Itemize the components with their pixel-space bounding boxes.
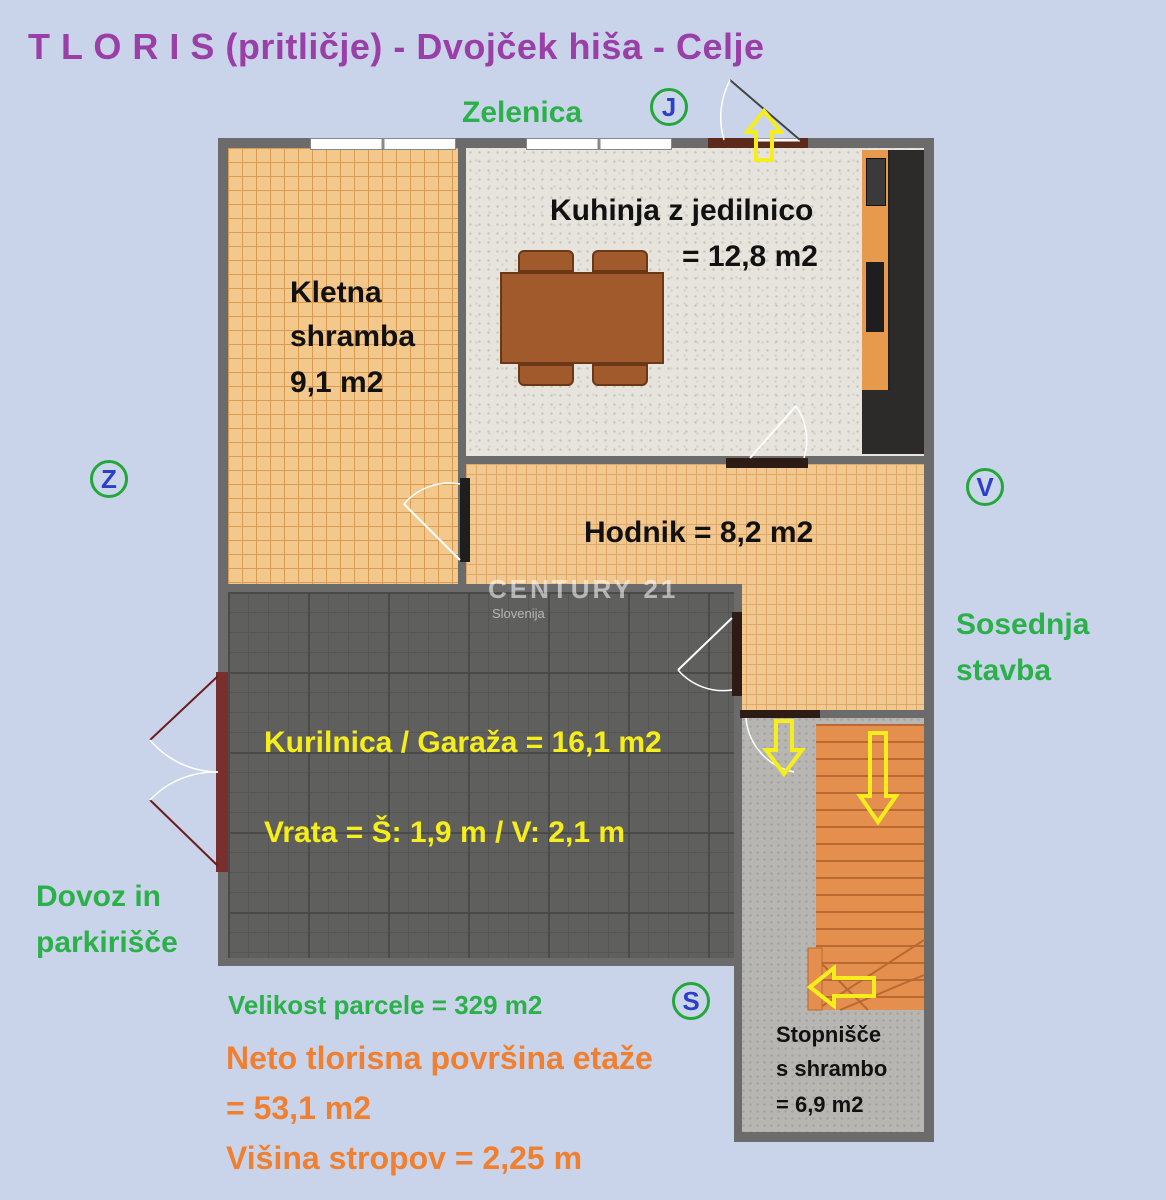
stopnisce-label-line1: Stopnišče (776, 1022, 882, 1047)
net-area-line1: Neto tlorisna površina etaže (226, 1040, 653, 1076)
chair (518, 364, 574, 386)
arrow-down-icon (762, 719, 806, 778)
kletna-label-line3: 9,1 m2 (290, 366, 384, 399)
ceiling-height: Višina stropov = 2,25 m (226, 1140, 583, 1176)
room-kletna-shramba (228, 148, 460, 584)
surrounding-right-line2: stavba (956, 654, 1052, 687)
compass-south: S (672, 982, 710, 1020)
compass-west: Z (90, 460, 128, 498)
chair (592, 250, 648, 272)
wall (734, 1132, 934, 1142)
wall (218, 138, 228, 966)
page-title: T L O R I S (pritličje) - Dvojček hiša -… (28, 26, 765, 67)
watermark-brand: CENTURY 21 (488, 574, 679, 604)
wall (924, 138, 934, 1142)
garaza-label-line1: Kurilnica / Garaža = 16,1 m2 (264, 726, 662, 759)
surrounding-right-line1: Sosednja (956, 608, 1090, 641)
kuhinja-label-line2: = 12,8 m2 (682, 240, 818, 273)
kletna-label-line2: shramba (290, 320, 416, 353)
wall (734, 584, 742, 1140)
kletna-label-line1: Kletna (290, 276, 382, 309)
stopnisce-label-line3: = 6,9 m2 (776, 1092, 864, 1117)
surrounding-left-line1: Dovoz in (36, 880, 161, 913)
surrounding-top: Zelenica (462, 96, 583, 129)
kuhinja-label-line1: Kuhinja z jedilnico (550, 194, 814, 227)
sink-icon (866, 158, 886, 206)
parcel-size: Velikost parcele = 329 m2 (228, 990, 543, 1020)
window (310, 138, 456, 150)
dining-table (500, 272, 664, 364)
compass-north: J (650, 88, 688, 126)
arrow-left-icon (806, 964, 876, 1010)
wall (458, 138, 466, 590)
arrow-up-icon (744, 108, 784, 162)
chair (518, 250, 574, 272)
stove-icon (866, 262, 884, 332)
surrounding-left-line2: parkirišče (36, 926, 178, 959)
stopnisce-label-line2: s shrambo (776, 1056, 888, 1081)
arrow-down-icon (856, 731, 900, 826)
compass-east: V (966, 468, 1004, 506)
garaza-label-line2: Vrata = Š: 1,9 m / V: 2,1 m (264, 816, 626, 849)
watermark-sub: Slovenija (492, 606, 545, 621)
window (526, 138, 672, 150)
net-area-line2: = 53,1 m2 (226, 1090, 371, 1126)
hodnik-label: Hodnik = 8,2 m2 (584, 516, 814, 549)
wall (458, 456, 934, 464)
wall (218, 958, 738, 966)
room-garaza (228, 592, 734, 958)
chair (592, 364, 648, 386)
wall (734, 710, 934, 718)
wall (218, 584, 742, 592)
